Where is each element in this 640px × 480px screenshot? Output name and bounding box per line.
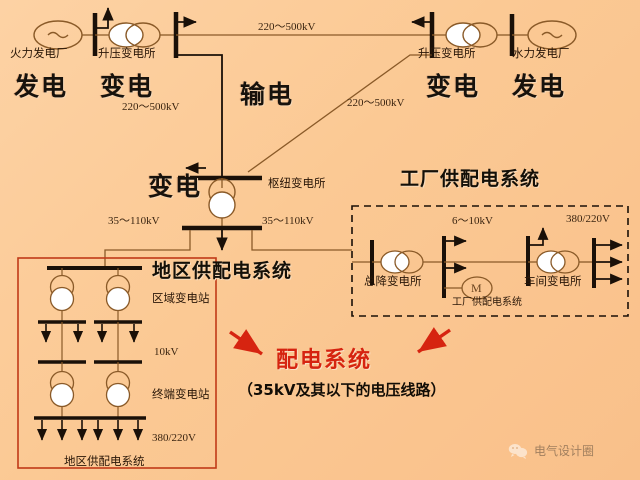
caption-factory-box: 工厂供配电系统 — [452, 297, 522, 308]
callout-arrow-left — [229, 329, 263, 356]
line-hub-to-regional — [104, 230, 191, 268]
label-kv-right: 220〜500kV — [347, 97, 405, 109]
generation-left-group — [33, 7, 197, 58]
watermark-text: 电气设计圈 — [534, 444, 595, 458]
section-title-regional: 地区供配电系统 — [152, 260, 293, 282]
drop-line-left-to-hub — [176, 54, 223, 178]
headline-substation-right: 变电 — [426, 72, 481, 101]
label-hub-substation: 枢纽变电所 — [268, 176, 326, 190]
drop-line-right-to-hub — [247, 54, 432, 173]
regional-feeder-b — [90, 268, 146, 441]
headline-substation-hub: 变电 — [148, 172, 203, 201]
label-kv-hub-left: 35〜110kV — [108, 215, 160, 227]
hub-transformer-winding-lower — [208, 191, 236, 219]
label-kv-6-10: 6〜10kV — [452, 215, 493, 227]
callout-arrow-right — [417, 327, 451, 354]
terminal-xfmr-b-lower — [105, 382, 131, 408]
workshop-feeder-arrow-up — [528, 227, 549, 246]
label-kv-10: 10kV — [154, 346, 179, 358]
factory-main-substation-group — [352, 235, 493, 300]
callout-subtitle: （35kV及其以下的电压线路） — [238, 381, 446, 399]
label-stepup-right: 升压变电所 — [418, 46, 476, 60]
ac-waveform-icon-2 — [541, 31, 563, 39]
label-terminal-substation: 终端变电站 — [152, 387, 210, 401]
ac-waveform-icon — [47, 31, 69, 39]
generator-symbol-hydro — [527, 20, 577, 50]
headline-substation-left: 变电 — [100, 72, 155, 101]
regional-xfmr-a-lower — [49, 286, 75, 312]
headline-generation-left: 发电 — [14, 72, 69, 101]
label-kv-left: 220〜500kV — [122, 101, 180, 113]
label-main-substation: 总降变电所 — [364, 274, 422, 288]
label-kv-380-220-factory: 380/220V — [566, 213, 610, 225]
factory-system-box — [351, 205, 629, 317]
callout-title: 配电系统 — [276, 348, 373, 373]
watermark: 电气设计圈 — [508, 442, 594, 459]
label-stepup-left: 升压变电所 — [98, 46, 156, 60]
label-motor: M — [471, 281, 482, 295]
label-regional-substation: 区域变电站 — [152, 291, 210, 305]
feeder-arrow-left-1 — [95, 7, 114, 29]
headline-transmission: 输电 — [240, 80, 295, 109]
regional-system-box — [17, 257, 217, 469]
caption-regional-box: 地区供配电系统 — [64, 454, 145, 468]
headline-generation-right: 发电 — [512, 72, 567, 101]
generation-right-group — [411, 12, 577, 58]
label-kv-380-220-regional: 380/220V — [152, 432, 196, 444]
label-workshop-substation: 车间变电所 — [524, 274, 582, 288]
motor-symbol — [461, 276, 493, 300]
section-title-factory: 工厂供配电系统 — [400, 168, 541, 190]
wechat-icon — [508, 443, 528, 459]
line-hub-to-factory — [251, 230, 352, 251]
label-hydro-plant: 水力发电厂 — [512, 46, 570, 60]
factory-workshop-substation-group — [444, 227, 623, 288]
label-kv-hub-right: 35〜110kV — [262, 215, 314, 227]
regional-feeder-a — [34, 266, 142, 441]
terminal-xfmr-a-lower — [49, 382, 75, 408]
hub-substation-group — [178, 162, 262, 251]
regional-xfmr-b-lower — [105, 286, 131, 312]
label-thermal-plant: 火力发电厂 — [10, 46, 68, 60]
label-kv-top: 220〜500kV — [258, 21, 316, 33]
